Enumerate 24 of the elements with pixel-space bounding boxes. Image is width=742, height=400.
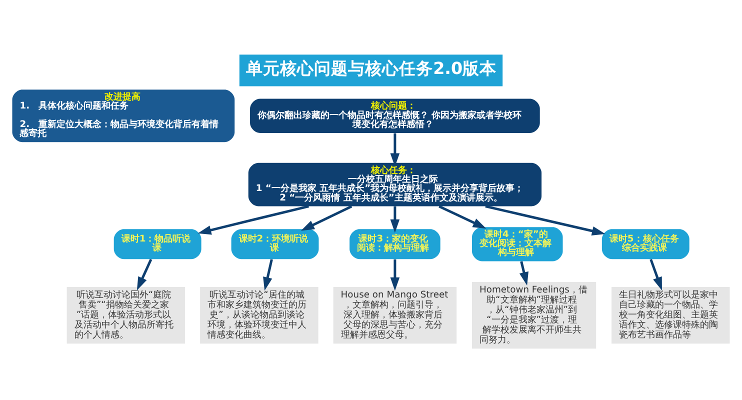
node-box: Hometown Feelings，借助“文章解构”理解过程，从“钟伟老家温州”到“一分是我家”过渡，理解学校发展离不开师生共同努力。 xyxy=(472,282,596,349)
arrow xyxy=(650,258,662,290)
arrow xyxy=(438,205,486,229)
node-box: 课时3：家的变化阅读：解构与理解 xyxy=(350,229,440,260)
node-box: 课时1：物品听说课 xyxy=(114,229,202,260)
arrow xyxy=(300,205,352,231)
node-box: 改进提高 1. 具体化核心问题和任务 2. 重新定位大概念：物品与环境变化背后有着情感寄托 xyxy=(12,90,235,142)
node-box: 核心任务： 一分校五周年生日之际 1 “一分是我家 五年共成长”我为母校献礼，展示并分享背后故事； 2 “一分风雨情 五年共成长”主题英语作文及演讲展示。 xyxy=(248,162,542,206)
node-box: 课时5：核心任务综合实践课 xyxy=(602,229,690,260)
node-box: House on Mango Street，文章解构，问题引导，深入理解，体验搬家背后父母的深思与苦心，充分理解并感恩父母。 xyxy=(333,287,457,344)
node-box: 课时4：“家”的变化阅读：文本解构与理解 xyxy=(472,227,563,262)
arrow xyxy=(519,261,528,286)
diagram-title: 单元核心问题与核心任务2.0版本 xyxy=(246,58,497,78)
node-box: 核心问题： 你偶尔翻出珍藏的一个物品时有怎样感慨？ 你因为搬家或者学校环境变化有怎样感悟？ xyxy=(250,98,540,133)
arrow xyxy=(390,259,400,291)
node-box: 听说互动讨论“居住的城市和家乡建筑物变迁的历史”，从谈论物品到谈论环境，体验环境变迁中人情感变化曲线。 xyxy=(200,287,318,344)
node-box: 课时2：环境听说课 xyxy=(231,229,319,260)
node-box: 生日礼物形式可以是家中自己珍藏的一个物品、学校一角变化组图、主题英语作文、选修课特殊的陶瓷布艺书画作品等 xyxy=(612,287,730,344)
arrow xyxy=(390,206,400,233)
arrow xyxy=(198,205,310,235)
arrow xyxy=(136,258,152,290)
arrow xyxy=(263,259,273,291)
arrow xyxy=(485,205,606,236)
node-box: 听说互动讨论国外“庭院售卖”“捐物给关爱之家”话题，体验活动形式以及活动中个人物品所寄托的个人情感。 xyxy=(66,287,186,344)
